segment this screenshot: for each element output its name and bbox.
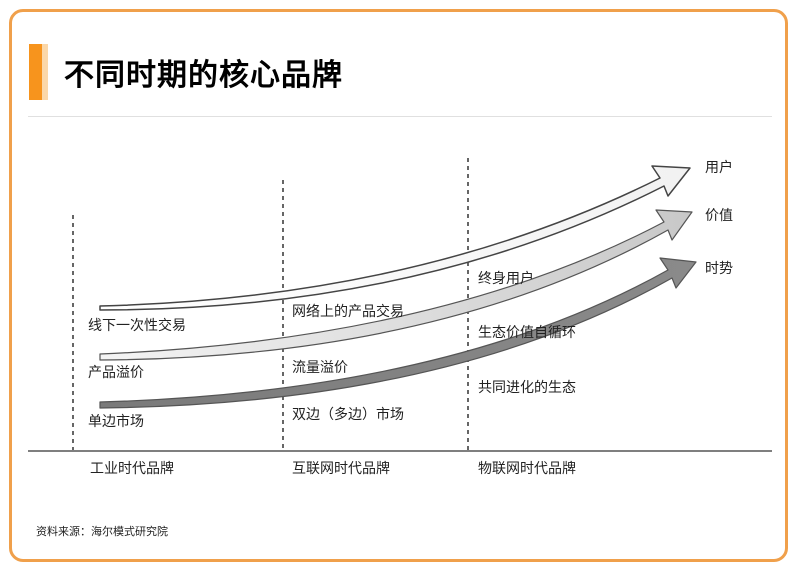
arrow-value: [99, 209, 693, 361]
era2-item-3: 双边（多边）市场: [292, 407, 404, 423]
era3-item-2: 生态价值自循环: [478, 325, 576, 341]
era1-item-1: 线下一次性交易: [88, 318, 186, 334]
arrow-label-trend: 时势: [705, 261, 733, 277]
arrow-label-user: 用户: [705, 160, 733, 176]
era1-item-2: 产品溢价: [88, 365, 144, 381]
title-divider: [28, 116, 772, 117]
arrow-label-value: 价值: [705, 208, 733, 224]
era-label-iot: 物联网时代品牌: [478, 461, 576, 477]
era1-item-3: 单边市场: [88, 414, 144, 430]
era-label-internet: 互联网时代品牌: [292, 461, 390, 477]
page-title: 不同时期的核心品牌: [64, 58, 343, 93]
era-label-industrial: 工业时代品牌: [90, 461, 174, 477]
era3-item-1: 终身用户: [478, 271, 534, 287]
era3-item-3: 共同进化的生态: [478, 380, 576, 396]
era2-item-1: 网络上的产品交易: [292, 304, 404, 320]
arrow-user: [99, 165, 691, 311]
title-accent-bar-light: [42, 44, 48, 100]
era2-item-2: 流量溢价: [292, 360, 348, 376]
arrow-trend: [99, 257, 697, 409]
source-note: 资料来源：海尔模式研究院: [36, 525, 168, 538]
title-accent-bar: [29, 44, 42, 100]
